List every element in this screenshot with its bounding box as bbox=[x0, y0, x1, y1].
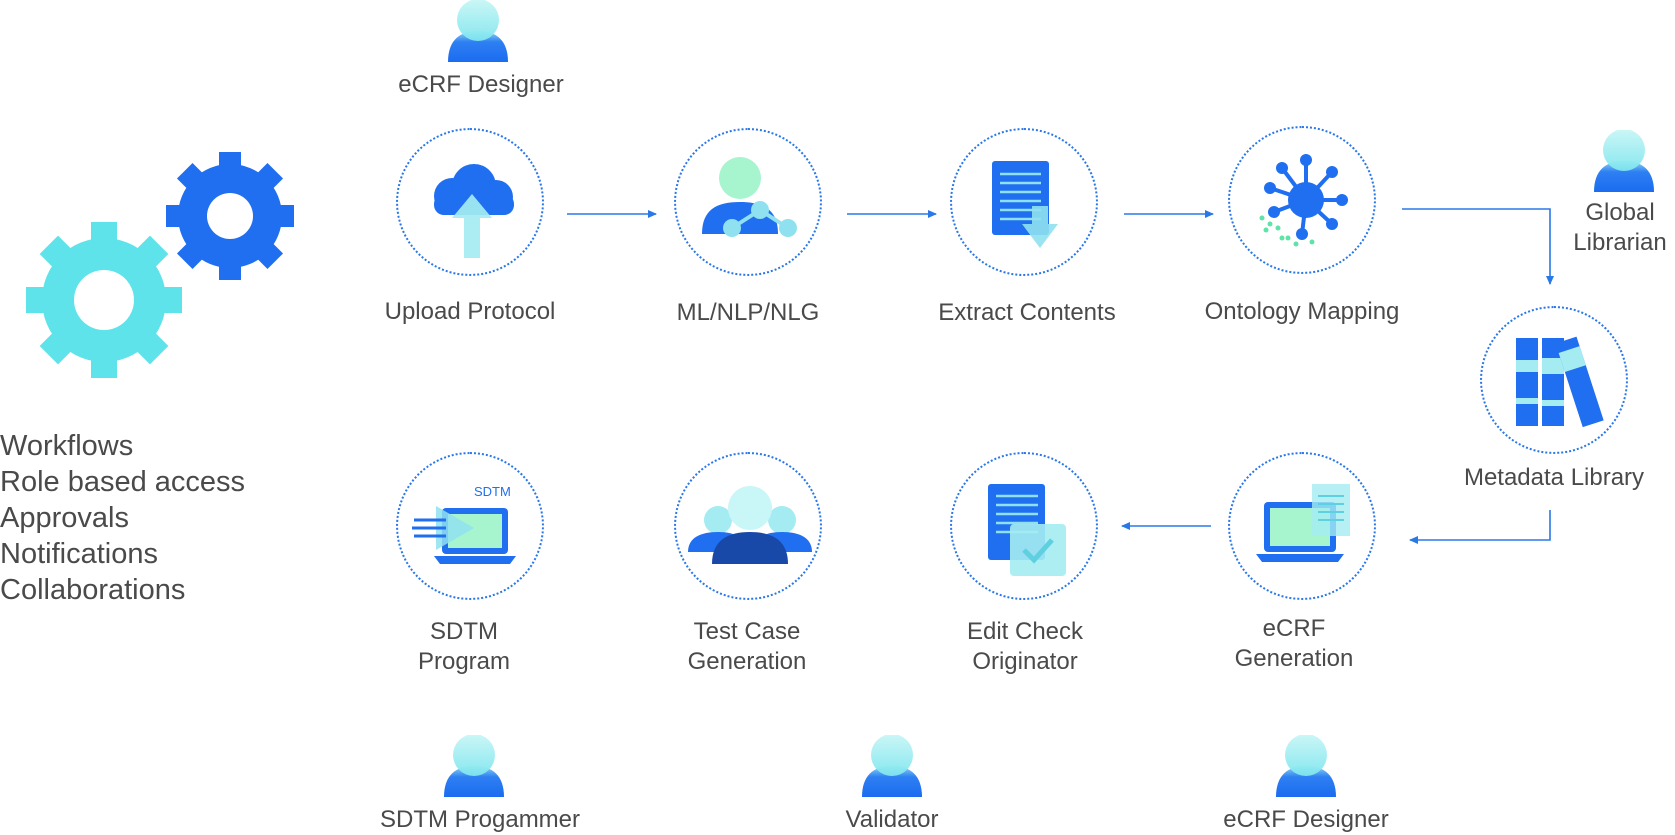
label-upload-protocol: Upload Protocol bbox=[384, 298, 556, 325]
feature-role-based-access: Role based access bbox=[0, 466, 246, 498]
person-icon-global-librarian bbox=[1594, 130, 1654, 192]
node-upload-protocol bbox=[396, 128, 544, 276]
label-ml-nlp-nlg: ML/NLP/NLG bbox=[676, 299, 820, 326]
sdtm-laptop-play-icon: SDTM bbox=[412, 484, 516, 564]
label-sdtm-program: SDTM Program bbox=[417, 618, 511, 675]
node-edit-check-originator bbox=[950, 452, 1098, 600]
role-validator: Validator bbox=[845, 806, 939, 833]
role-top-designer: eCRF Designer bbox=[398, 71, 564, 98]
node-ml-nlp-nlg bbox=[674, 128, 822, 276]
label-test-case-generation: Test Case Generation bbox=[687, 618, 807, 675]
feature-list: Workflows Role based access Approvals No… bbox=[0, 428, 245, 608]
node-sdtm-program: SDTM bbox=[396, 452, 544, 600]
node-ecrf-generation bbox=[1228, 452, 1376, 600]
sdtm-badge-text: SDTM bbox=[474, 484, 511, 499]
ai-person-network-icon bbox=[702, 157, 797, 237]
feature-notifications: Notifications bbox=[0, 538, 158, 570]
arrow-library-to-ecrf bbox=[1409, 510, 1551, 544]
team-icon bbox=[688, 486, 812, 564]
label-metadata-library: Metadata Library bbox=[1463, 464, 1645, 491]
role-bottom-designer: eCRF Designer bbox=[1223, 806, 1389, 833]
books-icon bbox=[1516, 336, 1604, 428]
person-icon-sdtm-programmer bbox=[444, 735, 504, 797]
label-extract-contents: Extract Contents bbox=[938, 299, 1116, 326]
feature-approvals: Approvals bbox=[0, 502, 129, 534]
large-gear-icon bbox=[26, 222, 182, 378]
document-check-icon bbox=[988, 484, 1066, 576]
label-ontology-mapping: Ontology Mapping bbox=[1204, 298, 1400, 325]
person-icon-bottom-designer bbox=[1276, 735, 1336, 797]
arrow-ontology-to-library bbox=[1402, 208, 1554, 285]
document-download-icon bbox=[992, 161, 1058, 248]
small-gear-icon bbox=[166, 152, 294, 280]
label-ecrf-generation: eCRF Generation bbox=[1234, 615, 1354, 672]
label-edit-check-originator: Edit Check Originator bbox=[966, 618, 1084, 675]
network-hub-icon bbox=[1259, 154, 1348, 247]
person-icon-validator bbox=[862, 735, 922, 797]
cloud-upload-icon bbox=[434, 164, 514, 258]
node-metadata-library bbox=[1480, 306, 1628, 454]
node-test-case-generation bbox=[674, 452, 822, 600]
gears-icon bbox=[26, 152, 294, 378]
node-ontology-mapping bbox=[1228, 126, 1376, 274]
laptop-form-icon bbox=[1256, 484, 1350, 562]
feature-workflows: Workflows bbox=[0, 430, 134, 462]
node-extract-contents bbox=[950, 128, 1098, 276]
role-global-librarian: Global Librarian bbox=[1573, 199, 1667, 256]
person-icon-top-designer bbox=[448, 0, 508, 62]
feature-collaborations: Collaborations bbox=[0, 574, 186, 606]
role-sdtm-programmer: SDTM Progammer bbox=[379, 806, 581, 833]
